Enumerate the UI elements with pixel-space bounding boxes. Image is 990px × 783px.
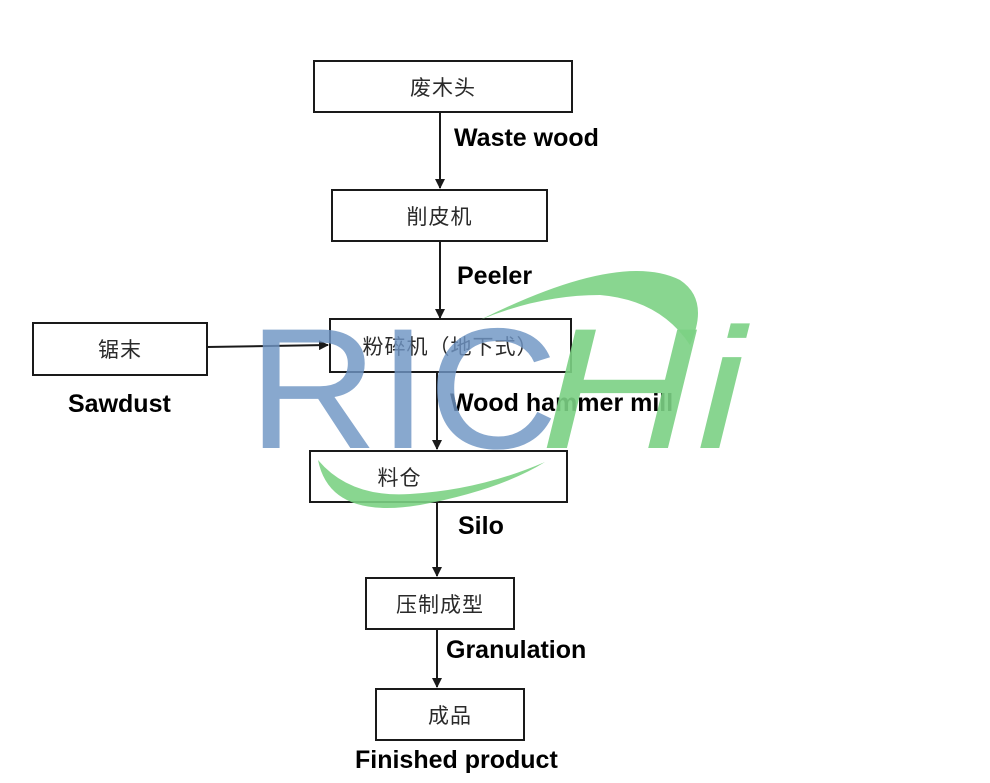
node-waste-wood-text: 废木头 <box>410 75 476 100</box>
node-sawdust-text: 锯末 <box>98 338 142 362</box>
label-finished: Finished product <box>355 746 558 774</box>
label-waste-wood: Waste wood <box>454 124 599 152</box>
node-silo-text: 料仓 <box>377 465 422 490</box>
node-silo: 料仓 <box>309 450 568 503</box>
node-finished: 成品 <box>375 688 525 741</box>
label-sawdust: Sawdust <box>68 390 171 418</box>
arrow-sawdust-to-mill <box>206 340 329 351</box>
node-finished-text: 成品 <box>428 703 472 728</box>
node-granulation: 压制成型 <box>365 577 515 630</box>
label-peeler: Peeler <box>457 262 533 290</box>
node-peeler-text: 削皮机 <box>406 204 473 229</box>
node-peeler: 削皮机 <box>331 189 548 242</box>
label-granulation: Granulation <box>446 636 587 664</box>
node-hammer-mill-text: 粉碎机（地下式） <box>362 334 539 359</box>
node-hammer-mill: 粉碎机（地下式） <box>329 318 572 373</box>
node-waste-wood: 废木头 <box>313 60 573 113</box>
label-hammer-mill: Wood hammer mill <box>450 389 674 417</box>
label-silo: Silo <box>458 512 504 540</box>
node-sawdust: 锯末 <box>32 322 208 376</box>
node-granulation-text: 压制成型 <box>396 592 484 617</box>
